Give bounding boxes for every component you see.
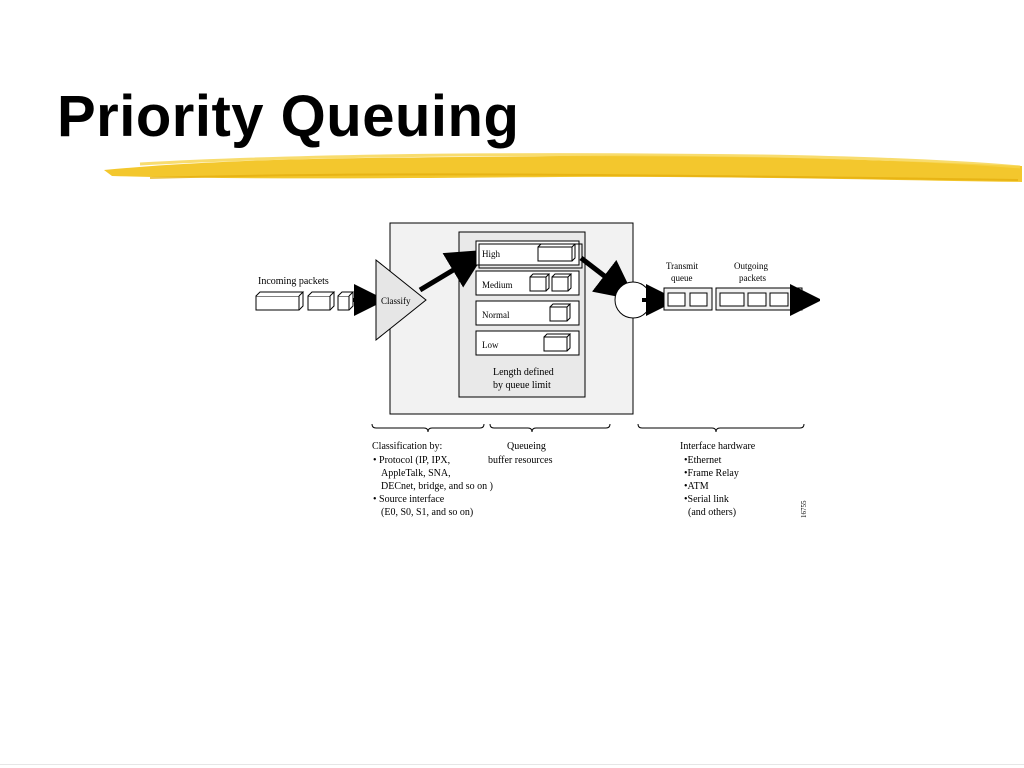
svg-text:• Protocol (IP, IPX,: • Protocol (IP, IPX, [373,455,450,466]
transmit-label-1: Transmit [666,261,699,271]
queue-low: Low [475,330,580,356]
outgoing-label-1: Outgoing [734,261,769,271]
title-underline-brush [104,153,1022,182]
svg-text:AppleTalk, SNA,: AppleTalk, SNA, [381,468,451,479]
slide-title: Priority Queuing [57,84,520,149]
svg-text:Normal: Normal [482,310,510,320]
svg-text:• Source interface: • Source interface [373,494,445,505]
transmit-queue [663,287,713,311]
svg-text:Queueing: Queueing [507,441,546,452]
svg-text:Medium: Medium [482,280,513,290]
outgoing-packets [715,287,803,311]
svg-text:Low: Low [482,340,499,350]
interface-hardware-text: Interface hardware •Ethernet •Frame Rela… [680,441,756,518]
svg-text:Interface hardware: Interface hardware [680,441,756,452]
svg-text:•Ethernet: •Ethernet [684,455,722,466]
classify-label: Classify [381,296,411,306]
svg-text:(E0, S0, S1, and so on): (E0, S0, S1, and so on) [381,507,473,518]
footer-divider [0,764,1024,765]
queueing-text: Queueing buffer resources [488,441,553,466]
length-note-line-1: Length defined [493,367,554,378]
classify-triangle [375,258,427,342]
svg-text:DECnet, bridge, and so on ): DECnet, bridge, and so on ) [381,481,493,492]
incoming-packets-label: Incoming packets [258,276,329,287]
classification-text: Classification by: • Protocol (IP, IPX, … [372,441,493,518]
svg-text:•Serial link: •Serial link [684,494,729,505]
svg-text:buffer resources: buffer resources [488,455,553,466]
queue-high: High [475,240,583,269]
queue-normal: Normal [475,300,580,326]
svg-text:•ATM: •ATM [684,481,709,492]
outgoing-label-2: packets [739,273,766,283]
incoming-packet-icons [255,291,355,311]
priority-queuing-diagram: Incoming packets Classify High Medium No… [255,222,820,518]
figure-id: 16755 [800,500,808,518]
length-note-line-2: by queue limit [493,380,551,391]
svg-text:High: High [482,249,501,259]
queue-medium: Medium [475,270,580,296]
transmit-label-2: queue [671,273,693,283]
svg-text:(and others): (and others) [688,507,736,518]
svg-text:•Frame Relay: •Frame Relay [684,468,739,479]
svg-text:Classification by:: Classification by: [372,441,442,452]
